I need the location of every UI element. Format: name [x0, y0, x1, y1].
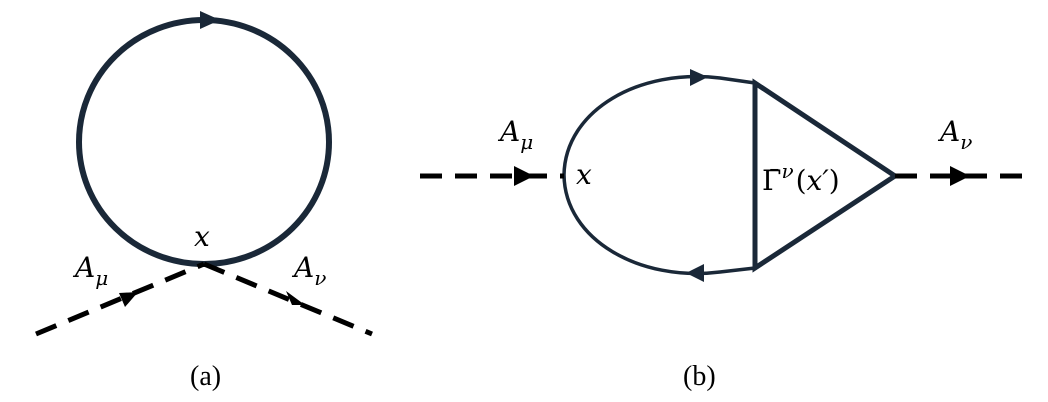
- vertex-label-a: x: [194, 220, 210, 253]
- photon-arrow-left: [119, 292, 138, 307]
- vertex-label-b: x: [576, 158, 592, 191]
- photon-arrow-b-right: [950, 166, 970, 186]
- field-label-b-left: Aμ: [497, 115, 533, 154]
- field-label-a-left: Aμ: [72, 251, 108, 290]
- panel-b: x Aμ Aν Γ̄ν(x′) (b): [420, 69, 1030, 392]
- fermion-loop-b: [562, 74, 756, 276]
- vertex-triangle: [752, 78, 900, 273]
- vertex-function-label: Γ̄ν(x′): [762, 159, 840, 197]
- field-label-b-right: Aν: [937, 115, 972, 154]
- photon-line-right: [203, 261, 373, 337]
- panel-a: x Aμ Aν (a): [35, 11, 373, 392]
- caption-b: (b): [683, 361, 716, 392]
- photon-arrow-right: [286, 291, 305, 305]
- loop-arrow: [200, 11, 220, 29]
- field-label-a-right: Aν: [291, 251, 326, 290]
- caption-a: (a): [190, 361, 221, 392]
- loop-arrow-top: [690, 69, 708, 86]
- loop-arrow-bottom: [686, 264, 704, 282]
- photon-line-left: [35, 261, 205, 337]
- photon-arrow-b-left: [514, 166, 534, 186]
